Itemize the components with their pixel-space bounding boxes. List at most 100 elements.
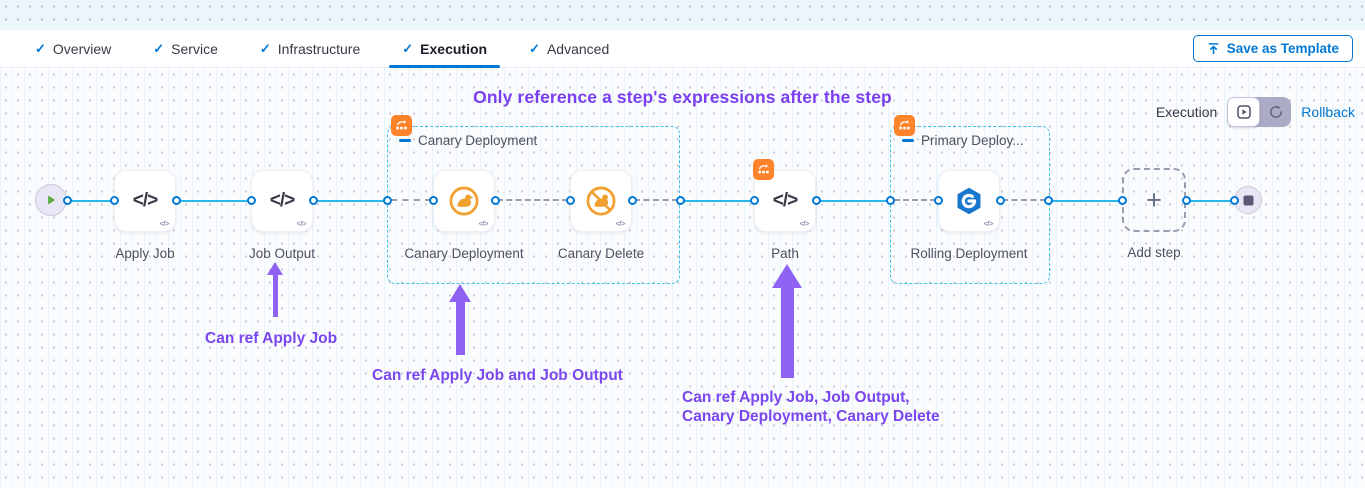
connector-endpoint — [490, 196, 500, 205]
tab-execution[interactable]: ✓ Execution — [381, 30, 508, 68]
stage-tabs: ✓ Overview ✓ Service ✓ Infrastructure ✓ … — [14, 30, 630, 68]
tab-label: Advanced — [546, 40, 610, 57]
rollback-link[interactable]: Rollback — [1301, 104, 1355, 120]
collapse-minus-icon[interactable] — [399, 139, 411, 142]
rolling-strategy-badge-icon — [894, 115, 915, 136]
step-group-primary-deployment: Primary Deploy... — [890, 115, 1050, 284]
checkmark-icon: ✓ — [35, 40, 46, 56]
connector-line — [1050, 200, 1122, 202]
checkmark-icon: ✓ — [402, 40, 414, 56]
connector-endpoint — [171, 196, 181, 205]
execution-rollback-toggle[interactable] — [1227, 97, 1292, 127]
start-node — [35, 184, 67, 216]
code-icon: </> — [269, 190, 296, 211]
annotation-arrow — [448, 284, 472, 355]
code-icon: </> — [132, 190, 159, 211]
add-step-label: Add step — [1127, 245, 1181, 260]
add-step-button[interactable]: + — [1122, 168, 1186, 232]
annotation-line-1: Can ref Apply Job, Job Output, — [682, 389, 910, 406]
connector-line-dashed — [391, 199, 431, 201]
connector-endpoint — [627, 196, 637, 205]
play-icon — [48, 195, 55, 205]
connector-line — [67, 200, 114, 202]
step-label-rolling-deployment: Rolling Deployment — [910, 246, 1028, 261]
step-label-apply-job: Apply Job — [115, 246, 175, 261]
canary-delete-icon — [586, 186, 616, 216]
connector-line-dashed — [497, 199, 568, 201]
connector-endpoint — [885, 196, 895, 205]
plus-icon: + — [1146, 184, 1162, 215]
group-label: Primary Deploy... — [921, 133, 1024, 148]
connector-endpoint — [62, 196, 72, 205]
checkmark-icon: ✓ — [529, 40, 540, 56]
connector-endpoint — [109, 196, 119, 205]
upload-icon — [1208, 43, 1219, 55]
connector-endpoint — [675, 196, 685, 205]
step-job-output[interactable]: </> </> — [251, 170, 313, 232]
pipeline-canvas: Only reference a step's expressions afte… — [0, 68, 1365, 488]
connector-line-dashed — [894, 199, 936, 201]
annotation-can-ref-apply-job: Can ref Apply Job — [205, 330, 338, 347]
rolling-deployment-icon — [957, 187, 981, 215]
collapse-minus-icon[interactable] — [902, 139, 914, 142]
tab-label: Service — [171, 40, 218, 57]
connector-endpoint — [565, 196, 575, 205]
code-mini-icon: </> — [159, 219, 170, 228]
tab-label: Infrastructure — [277, 40, 361, 57]
connector-line — [176, 200, 251, 202]
connector-line — [313, 200, 387, 202]
rollback-toggle-option[interactable] — [1260, 97, 1291, 127]
canvas-bottom-margin — [0, 488, 1365, 495]
rolling-strategy-badge-icon — [753, 159, 774, 180]
connector-endpoint — [246, 196, 256, 205]
execution-mode-row: Execution Rollback — [1156, 96, 1355, 128]
checkmark-icon: ✓ — [259, 40, 271, 56]
connector-endpoint — [1043, 196, 1053, 205]
annotation-can-ref-four-steps: Can ref Apply Job, Job Output, Canary De… — [682, 388, 940, 426]
tab-infrastructure[interactable]: ✓ Infrastructure — [239, 30, 381, 68]
tab-advanced[interactable]: ✓ Advanced — [508, 30, 630, 68]
step-label-path: Path — [771, 246, 799, 261]
connector-endpoint — [933, 196, 943, 205]
code-mini-icon: </> — [615, 219, 626, 228]
connector-line-dashed — [634, 199, 678, 201]
step-label-canary-deployment: Canary Deployment — [404, 246, 524, 261]
execution-toggle-option[interactable] — [1227, 97, 1261, 127]
tab-overview[interactable]: ✓ Overview — [14, 30, 132, 68]
annotation-arrow — [771, 264, 803, 378]
step-label-job-output: Job Output — [248, 246, 316, 261]
code-icon: </> — [772, 190, 799, 211]
rollback-mode-icon — [1269, 105, 1282, 118]
connector-line — [816, 200, 890, 202]
connector-endpoint — [749, 196, 759, 205]
code-mini-icon: </> — [296, 219, 307, 228]
code-mini-icon: </> — [983, 219, 994, 228]
save-as-template-label: Save as Template — [1226, 41, 1339, 56]
stop-icon — [1243, 195, 1253, 205]
tab-service[interactable]: ✓ Service — [132, 30, 239, 68]
connector-endpoint — [382, 196, 392, 205]
group-label: Canary Deployment — [418, 133, 538, 148]
rolling-strategy-badge-icon — [391, 115, 412, 136]
connector-endpoint — [1229, 196, 1239, 205]
annotation-can-ref-apply-job-output: Can ref Apply Job and Job Output — [372, 367, 623, 384]
connector-endpoint — [811, 196, 821, 205]
code-mini-icon: </> — [478, 219, 489, 228]
canary-icon — [449, 186, 479, 216]
connector-endpoint — [428, 196, 438, 205]
step-label-canary-delete: Canary Delete — [557, 246, 645, 261]
canvas-top-margin — [0, 0, 1365, 30]
execution-mode-icon — [1237, 105, 1251, 119]
annotation-line-2: Canary Deployment, Canary Delete — [682, 408, 940, 425]
connector-line — [1186, 200, 1236, 202]
code-mini-icon: </> — [799, 219, 810, 228]
save-as-template-button[interactable]: Save as Template — [1192, 35, 1353, 62]
step-canary-delete[interactable]: </> — [570, 170, 632, 232]
step-apply-job[interactable]: </> </> — [114, 170, 176, 232]
connector-line-dashed — [1002, 199, 1046, 201]
step-rolling-deployment[interactable]: </> — [938, 170, 1000, 232]
annotation-arrow — [265, 262, 285, 317]
tab-label: Overview — [52, 40, 112, 57]
connector-endpoint — [1117, 196, 1127, 205]
step-canary-deployment[interactable]: </> — [433, 170, 495, 232]
